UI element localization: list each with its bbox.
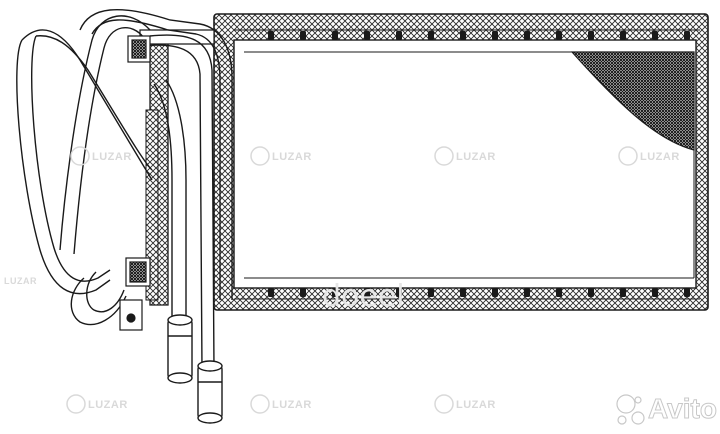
watermark-brand-text: LUZAR <box>92 151 132 163</box>
tube-mark <box>620 31 626 40</box>
tube-mark <box>300 288 306 297</box>
tube-mark <box>364 288 370 297</box>
watermark-8: LUZAR <box>4 276 37 286</box>
side-plate <box>139 29 215 306</box>
luzar-circle-icon <box>250 394 270 414</box>
watermark-4: LUZAR <box>70 146 132 166</box>
watermark-deoel-text: doeel <box>322 279 405 314</box>
tube-mark <box>652 288 658 297</box>
watermark-5: LUZAR <box>250 394 312 414</box>
tube-marks-bottom <box>268 288 690 297</box>
watermark-brand-text: LUZAR <box>640 151 680 163</box>
tube-marks-top <box>268 31 690 40</box>
tube-mark <box>556 288 562 297</box>
watermark-brand-text: LUZAR <box>272 399 312 411</box>
tube-mark <box>492 31 498 40</box>
outlet-fitting-left <box>167 314 193 384</box>
tube-mark <box>396 288 402 297</box>
tube-mark <box>300 31 306 40</box>
tube-mark <box>524 31 530 40</box>
watermark-brand-text: LUZAR <box>456 399 496 411</box>
luzar-circle-icon <box>250 146 270 166</box>
watermark-6: LUZAR <box>434 394 496 414</box>
tube-mark <box>460 31 466 40</box>
tube-mark <box>620 288 626 297</box>
watermarks: LUZAR LUZAR LUZAR LUZAR LUZAR LUZAR LUZA… <box>4 146 680 414</box>
tube-mark <box>268 288 274 297</box>
core-inner-lines <box>244 51 695 279</box>
brackets <box>119 35 151 331</box>
tube-mark <box>364 31 370 40</box>
watermark-brand-text: LUZAR <box>272 151 312 163</box>
pipes <box>16 9 233 371</box>
tube-mark <box>396 31 402 40</box>
tube-mark <box>332 288 338 297</box>
watermark-brand-text: LUZAR <box>88 399 128 411</box>
tube-mark <box>652 31 658 40</box>
tube-mark <box>556 31 562 40</box>
watermark-2: LUZAR <box>434 146 496 166</box>
avito-logo: Avito <box>616 393 717 425</box>
tube-mark <box>524 288 530 297</box>
tube-mark <box>588 31 594 40</box>
luzar-circle-icon <box>434 146 454 166</box>
outlet-fitting-right <box>197 360 223 424</box>
avito-logo-text: Avito <box>648 393 717 424</box>
tube-mark <box>332 31 338 40</box>
tube-mark <box>428 31 434 40</box>
tube-mark <box>588 288 594 297</box>
tube-mark <box>428 288 434 297</box>
luzar-circle-icon <box>66 394 86 414</box>
watermark-brand-text: LUZAR <box>4 276 37 286</box>
tube-mark <box>684 288 690 297</box>
luzar-circle-icon <box>434 394 454 414</box>
avito-dots-icon <box>616 394 645 425</box>
watermark-1: LUZAR <box>250 146 312 166</box>
watermark-3: LUZAR <box>618 146 680 166</box>
tube-mark <box>492 288 498 297</box>
tube-mark <box>268 31 274 40</box>
tube-mark <box>684 31 690 40</box>
watermark-7: LUZAR <box>66 394 128 414</box>
luzar-circle-icon <box>618 146 638 166</box>
watermark-brand-text: LUZAR <box>456 151 496 163</box>
tube-mark <box>460 288 466 297</box>
luzar-circle-icon <box>70 146 90 166</box>
